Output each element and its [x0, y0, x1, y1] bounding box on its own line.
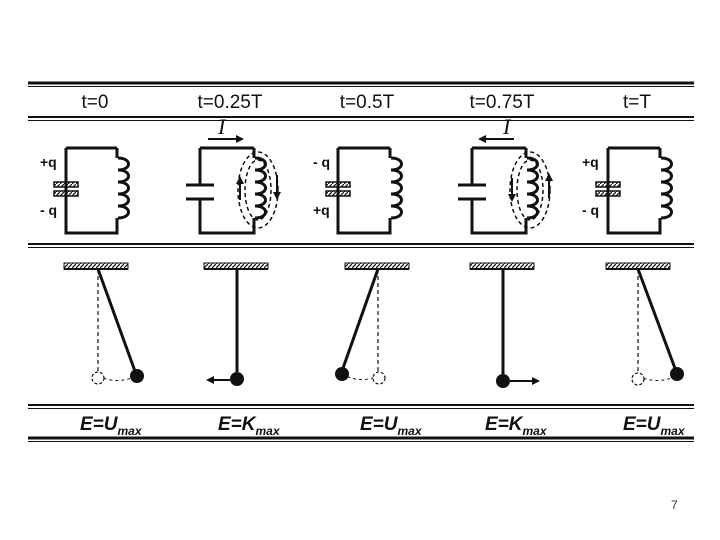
table-rules [28, 81, 694, 442]
time-label-t05: t=0.5T [340, 92, 395, 113]
lc-circuit-t025 [186, 135, 281, 235]
time-header-row: t=0 t=0.25T t=0.5T t=0.75T t=T [82, 92, 652, 113]
lc-circuit-tT [595, 146, 673, 235]
time-label-tT: t=T [623, 92, 651, 113]
pendulum-tT [605, 262, 684, 386]
energy-label-t025: E=Kmax [218, 414, 281, 438]
charge-label-bottom-t05: +q [313, 202, 330, 218]
energy-label-t0: E=Umax [80, 414, 143, 438]
lc-circuit-t075 [458, 135, 553, 235]
charge-label-bottom-t0: - q [40, 202, 57, 218]
charge-label-top-t05: - q [313, 154, 330, 170]
current-label-t075: I [502, 114, 512, 139]
charge-label-top-t0: +q [40, 154, 57, 170]
lc-circuit-t0 [53, 146, 130, 235]
time-label-t0: t=0 [82, 92, 109, 113]
current-label-t025: I [217, 114, 227, 139]
lc-circuit-t05 [325, 146, 403, 235]
time-label-t025: t=0.25T [198, 92, 263, 113]
energy-label-t075: E=Kmax [485, 414, 548, 438]
pendulum-t075 [469, 262, 540, 388]
charge-label-bottom-tT: - q [582, 202, 599, 218]
page-number: 7 [671, 498, 678, 512]
pendulum-t05 [335, 262, 410, 385]
pendulum-t0 [63, 262, 144, 385]
pendulum-t025 [203, 262, 269, 386]
energy-label-tT: E=Umax [623, 414, 686, 438]
charge-label-top-tT: +q [582, 154, 599, 170]
energy-label-t05: E=Umax [360, 414, 423, 438]
time-label-t075: t=0.75T [470, 92, 535, 113]
